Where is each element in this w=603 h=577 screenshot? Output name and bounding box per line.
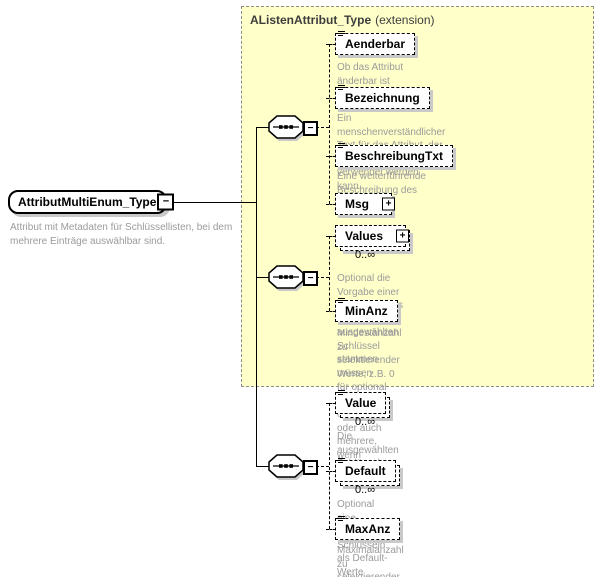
element-box-beschreibungtxt[interactable]: BeschreibungTxt	[335, 143, 454, 167]
text-content-icon	[337, 511, 346, 525]
element-default: Default 0..∞ Optional eine Vorgabe von S…	[335, 458, 400, 577]
sequence-icon	[268, 265, 305, 291]
root-element-description: Attribut mit Metadaten für Schlüssellist…	[10, 222, 233, 247]
collapse-button[interactable]: −	[303, 121, 318, 136]
element-name: MinAnz	[345, 304, 388, 318]
connector-line	[256, 127, 269, 128]
extension-type-name: AListenAttribut_Type	[250, 13, 372, 27]
extension-box: AListenAttribut_Type(extension)	[241, 6, 594, 387]
element-values: Values + 0..∞ Optional die Vorgabe einer…	[335, 225, 411, 379]
connector-line	[326, 236, 336, 237]
text-content-icon	[337, 138, 346, 152]
element-msg: Msg +	[335, 193, 395, 215]
element-bezeichnung: Bezeichnung Ein menschenverständlicher T…	[335, 85, 445, 192]
connector-line	[256, 127, 257, 466]
connector-line	[256, 466, 269, 467]
collapse-button[interactable]: −	[303, 271, 318, 286]
connector-line	[316, 277, 329, 278]
sequence-compositor: −	[266, 451, 318, 481]
extension-title: AListenAttribut_Type(extension)	[250, 13, 435, 27]
element-box-bezeichnung[interactable]: Bezeichnung	[335, 85, 430, 109]
cardinality-label: 0..∞	[355, 249, 376, 261]
element-box-values[interactable]: Values +	[335, 225, 411, 251]
element-box-value[interactable]: Value	[335, 390, 391, 418]
connector-line	[326, 98, 336, 99]
sequence-icon	[268, 454, 305, 480]
text-content-icon	[337, 293, 346, 307]
element-description: Maximalanzahl zu selektierender Werte, m…	[337, 545, 404, 577]
cardinality-label: 0..∞	[355, 484, 376, 496]
connector-line	[326, 44, 336, 45]
connector-line	[329, 236, 330, 311]
element-name: Msg	[345, 197, 369, 211]
root-element-name: AttributMultiEnum_Type	[18, 195, 157, 209]
connector-line	[316, 127, 329, 128]
connector-line	[326, 529, 336, 530]
text-content-icon	[337, 453, 346, 467]
sequence-compositor: −	[266, 112, 318, 142]
connector-line	[316, 466, 329, 467]
connector-line	[326, 311, 336, 312]
sequence-compositor: −	[266, 262, 318, 292]
collapse-button[interactable]: −	[157, 193, 175, 211]
element-maxanz: MaxAnz Maximalanzahl zu selektierender W…	[335, 516, 404, 577]
connector-line	[326, 204, 336, 205]
connector-line	[326, 156, 336, 157]
element-box-minanz[interactable]: MinAnz	[335, 298, 398, 322]
text-content-icon	[337, 80, 346, 94]
element-name: Value	[345, 396, 377, 410]
element-name: Values	[345, 229, 384, 243]
element-box-default[interactable]: Default	[335, 458, 400, 486]
collapse-button[interactable]: −	[303, 460, 318, 475]
connector-line	[256, 277, 269, 278]
extension-label: (extension)	[375, 13, 435, 27]
expand-button[interactable]: +	[396, 229, 410, 243]
element-box-aenderbar[interactable]: Aenderbar	[335, 31, 416, 55]
element-description: Ob das Attribut änderbar ist	[337, 62, 404, 87]
sequence-icon	[268, 115, 305, 141]
connector-line	[140, 202, 257, 203]
element-minanz: MinAnz Mindestanzahl zu selektierender W…	[335, 298, 401, 474]
expand-button[interactable]: +	[382, 197, 395, 211]
root-element-box[interactable]: AttributMultiEnum_Type −	[8, 190, 175, 214]
connector-line	[329, 44, 330, 204]
element-aenderbar: Aenderbar Ob das Attribut änderbar ist	[335, 31, 416, 87]
connector-line	[326, 471, 336, 472]
element-box-msg[interactable]: Msg +	[335, 193, 395, 215]
element-value: Value 0..∞ Die ausgewählten Schlüssel	[335, 390, 399, 469]
connector-line	[329, 403, 330, 529]
cardinality-label: 0..∞	[355, 416, 376, 428]
element-beschreibungtxt: BeschreibungTxt Eine weiterführende Besc…	[335, 143, 454, 209]
text-content-icon	[337, 385, 346, 399]
element-box-maxanz[interactable]: MaxAnz	[335, 516, 401, 540]
element-name: Default	[345, 464, 386, 478]
connector-line	[326, 403, 336, 404]
element-name: MaxAnz	[345, 522, 391, 536]
text-content-icon	[337, 26, 346, 40]
element-name: BeschreibungTxt	[345, 149, 444, 163]
element-name: Aenderbar	[345, 37, 406, 51]
element-name: Bezeichnung	[345, 91, 420, 105]
